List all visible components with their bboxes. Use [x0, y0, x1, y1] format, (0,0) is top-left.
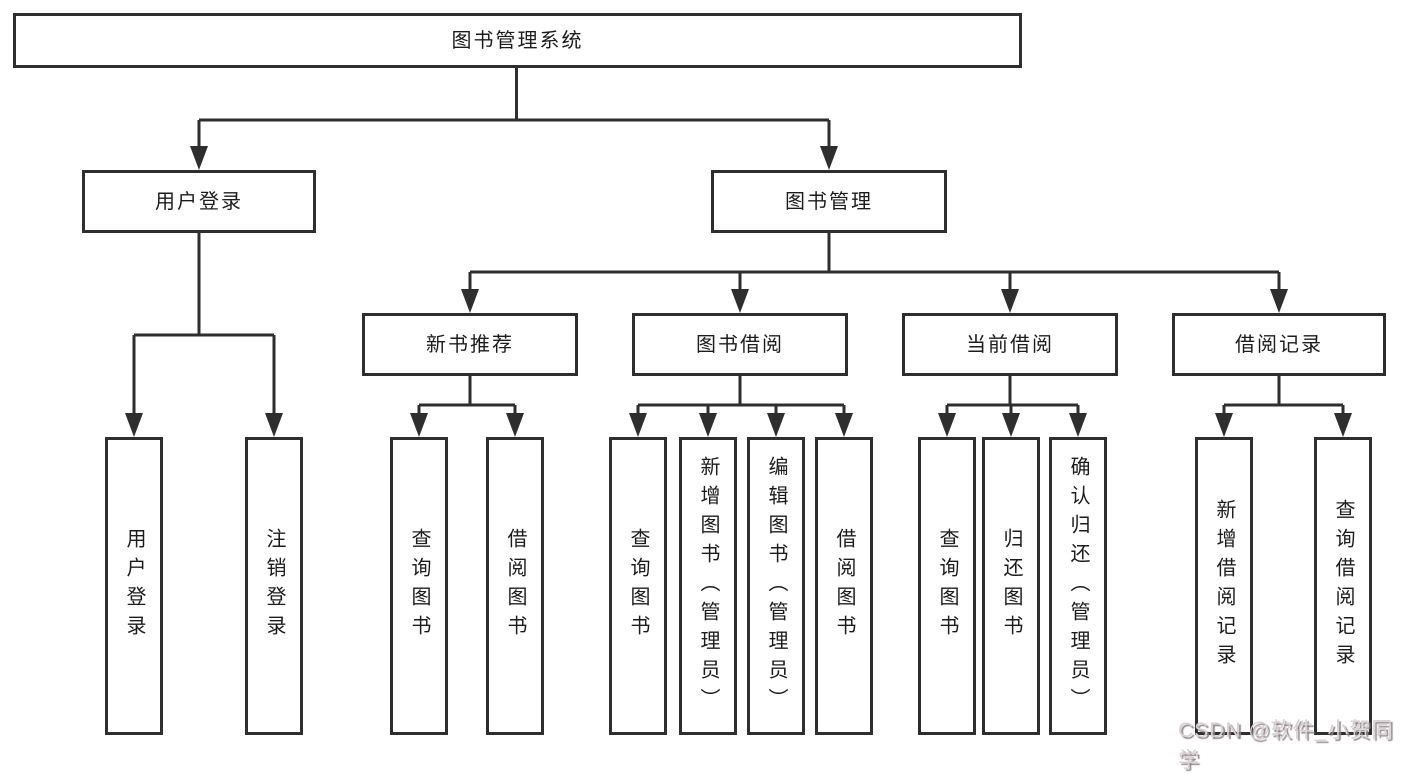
diagram-canvas: 图书管理系统 用户登录 图书管理 新书推荐 图书借阅 当前借阅 借阅记录 用户登…: [13, 13, 1392, 772]
node-current-borrowing: 当前借阅: [902, 313, 1118, 376]
arrow-icon: [1069, 413, 1087, 437]
arrow-icon: [1334, 413, 1352, 437]
leaf-add-book-admin: 新增图书（管理员）: [679, 437, 737, 735]
arrow-icon: [1215, 413, 1233, 437]
arrow-icon: [125, 413, 143, 437]
leaf-query-borrow-record: 查询借阅记录: [1314, 437, 1372, 735]
leaf-return-books: 归还图书: [982, 437, 1040, 735]
leaf-borrow-books-borrowing: 借阅图书: [815, 437, 873, 735]
connector-lines: [125, 68, 1352, 437]
leaf-confirm-return-admin: 确认归还（管理员）: [1049, 437, 1107, 735]
node-library-system: 图书管理系统: [13, 13, 1022, 68]
leaf-logout: 注销登录: [245, 437, 303, 735]
arrow-icon: [1270, 289, 1288, 313]
leaf-borrow-books-recommend: 借阅图书: [486, 437, 544, 735]
arrow-icon: [731, 289, 749, 313]
arrow-icon: [190, 146, 208, 170]
node-book-borrowing: 图书借阅: [632, 313, 848, 376]
arrow-icon: [938, 413, 956, 437]
leaf-query-books-borrowing: 查询图书: [609, 437, 667, 735]
arrow-icon: [767, 413, 785, 437]
node-borrowing-records: 借阅记录: [1172, 313, 1386, 376]
arrow-icon: [699, 413, 717, 437]
arrow-icon: [629, 413, 647, 437]
arrow-icon: [835, 413, 853, 437]
node-book-management: 图书管理: [711, 170, 947, 233]
arrow-icon: [265, 413, 283, 437]
leaf-edit-book-admin: 编辑图书（管理员）: [747, 437, 805, 735]
leaf-query-books-recommend: 查询图书: [390, 437, 448, 735]
leaf-user-login: 用户登录: [105, 437, 163, 735]
arrow-icon: [506, 413, 524, 437]
arrow-icon: [1001, 289, 1019, 313]
node-user-login: 用户登录: [82, 170, 316, 233]
leaf-add-borrow-record: 新增借阅记录: [1195, 437, 1253, 735]
arrow-icon: [1002, 413, 1020, 437]
arrow-icon: [410, 413, 428, 437]
leaf-query-books-current: 查询图书: [918, 437, 976, 735]
node-new-book-recommend: 新书推荐: [362, 313, 578, 376]
arrow-icon: [820, 146, 838, 170]
arrow-icon: [461, 289, 479, 313]
